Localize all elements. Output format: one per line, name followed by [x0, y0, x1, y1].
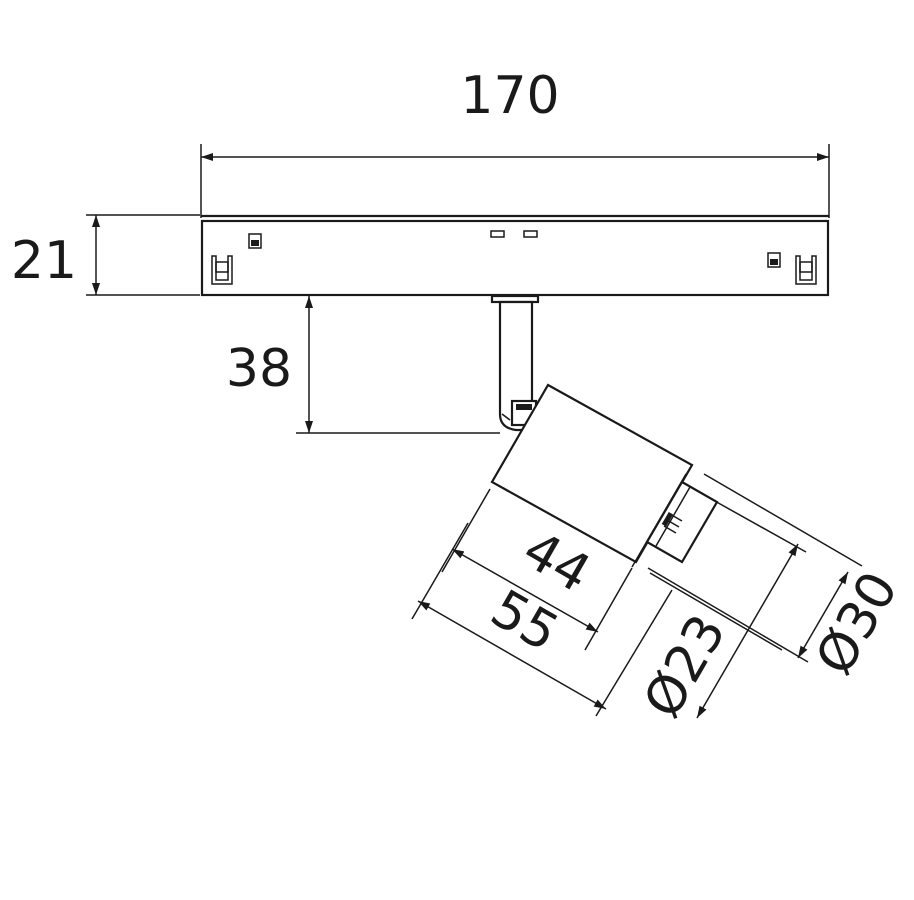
left-contact-clip: [211, 233, 262, 285]
dimension-height-label: 21: [11, 231, 77, 291]
dimension-diameter-23-label: Ø23: [633, 605, 739, 728]
spotlight-stem: [490, 294, 540, 432]
dimension-diameter-30-label: Ø30: [805, 562, 911, 685]
dimension-width-label: 170: [460, 66, 559, 126]
dimension-height: 21: [11, 214, 200, 296]
spotlight-head: [490, 383, 719, 568]
track-adapter: [200, 214, 830, 297]
right-contact-clip: [767, 252, 817, 285]
dimension-drop-label: 38: [226, 339, 292, 399]
dimension-width: 170: [200, 66, 830, 218]
dimension-drop: 38: [226, 296, 500, 434]
